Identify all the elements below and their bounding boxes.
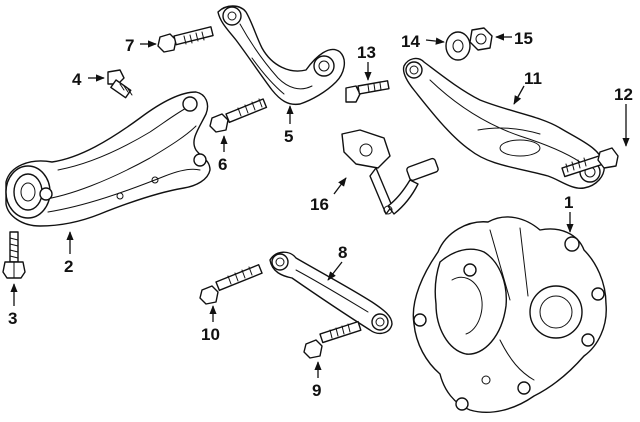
callout-6: 6 bbox=[218, 135, 228, 174]
callout-16: 16 bbox=[310, 177, 347, 214]
callout-label-2: 2 bbox=[64, 257, 73, 276]
callout-14: 14 bbox=[401, 32, 445, 51]
callout-label-3: 3 bbox=[8, 309, 17, 328]
callout-7: 7 bbox=[125, 36, 157, 55]
callout-label-13: 13 bbox=[357, 43, 376, 62]
sensor-bolt-drawing bbox=[345, 80, 390, 103]
callout-label-8: 8 bbox=[338, 243, 347, 262]
callout-10: 10 bbox=[201, 305, 220, 344]
nut-drawing bbox=[469, 27, 493, 51]
link-bolt-drawing bbox=[199, 264, 263, 305]
callout-1: 1 bbox=[564, 193, 574, 233]
upper-control-arm-drawing bbox=[217, 5, 346, 106]
small-bolt-drawing bbox=[107, 69, 133, 99]
stud-bolt-drawing bbox=[2, 231, 26, 279]
height-sensor-link-drawing bbox=[341, 129, 439, 215]
long-bolt-drawing bbox=[209, 98, 268, 133]
callout-label-12: 12 bbox=[614, 85, 633, 104]
callout-11: 11 bbox=[513, 69, 542, 105]
callout-label-16: 16 bbox=[310, 195, 329, 214]
trailing-arm-drawing bbox=[402, 57, 605, 189]
callout-label-7: 7 bbox=[125, 36, 134, 55]
callout-label-15: 15 bbox=[514, 29, 533, 48]
callout-3: 3 bbox=[8, 283, 18, 328]
callout-13: 13 bbox=[357, 43, 376, 81]
callout-label-10: 10 bbox=[201, 325, 220, 344]
bolt-drawing bbox=[157, 26, 214, 53]
callout-label-4: 4 bbox=[72, 70, 82, 89]
callout-label-14: 14 bbox=[401, 32, 420, 51]
callout-label-11: 11 bbox=[524, 69, 542, 88]
callout-label-5: 5 bbox=[284, 127, 293, 146]
callout-8: 8 bbox=[327, 243, 347, 281]
callout-15: 15 bbox=[495, 29, 533, 48]
callout-4: 4 bbox=[72, 70, 105, 89]
toe-link-drawing bbox=[269, 251, 393, 335]
callout-label-6: 6 bbox=[218, 155, 227, 174]
callout-5: 5 bbox=[284, 105, 294, 146]
knuckle-drawing bbox=[412, 216, 607, 413]
arm-bolt-drawing bbox=[561, 147, 619, 178]
callout-2: 2 bbox=[64, 231, 74, 276]
callout-9: 9 bbox=[312, 361, 322, 400]
link-bolt-drawing-2 bbox=[303, 320, 362, 359]
callout-label-9: 9 bbox=[312, 381, 321, 400]
cam-washer-drawing bbox=[445, 31, 471, 61]
callout-label-1: 1 bbox=[564, 193, 573, 212]
callout-12: 12 bbox=[614, 85, 633, 147]
lower-control-arm-drawing bbox=[5, 91, 211, 227]
